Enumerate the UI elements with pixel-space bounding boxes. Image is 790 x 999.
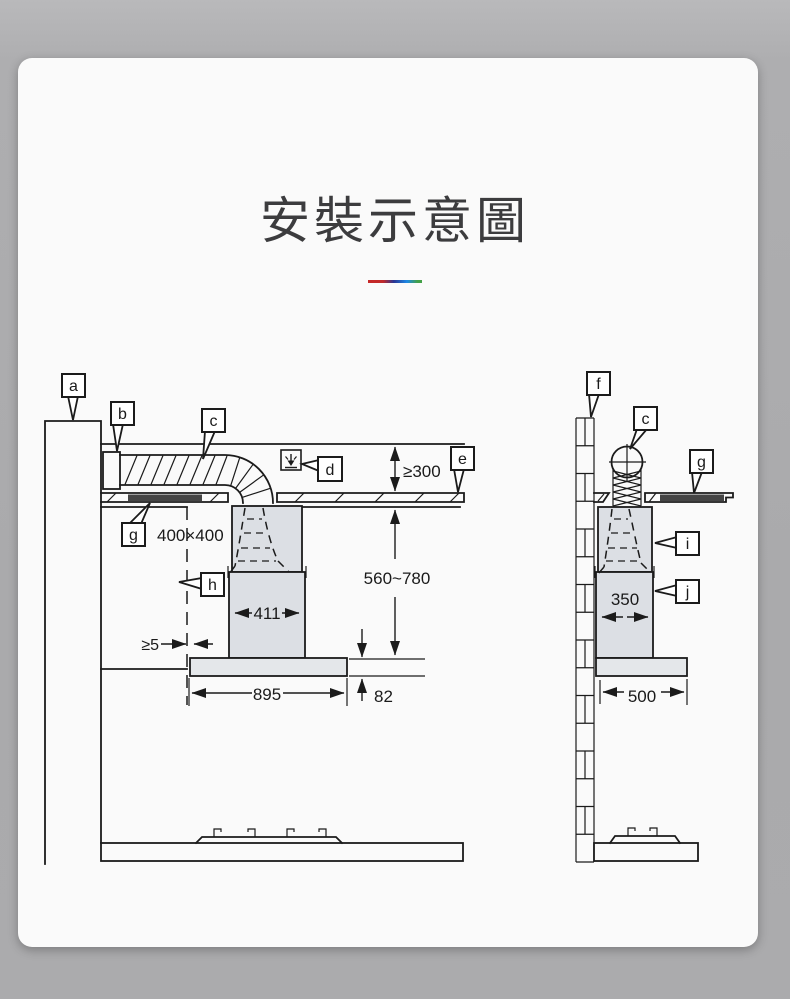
burner-grates-front: [213, 828, 327, 837]
dim-mount-height-range-label: 560~780: [364, 569, 431, 588]
dim-hood-width-label: 895: [253, 685, 281, 704]
svg-text:b: b: [118, 406, 127, 423]
dim-hood-height: 82: [349, 629, 425, 706]
svg-text:e: e: [458, 451, 467, 468]
burner-grates-side: [627, 827, 658, 836]
side-view: 350 500 f c g i: [575, 371, 734, 863]
flexible-duct: [119, 454, 274, 504]
svg-text:c: c: [210, 413, 218, 430]
dim-side-clearance-label: ≥5: [141, 637, 159, 654]
countertop-side: [593, 827, 699, 862]
hood-body-side: [595, 657, 688, 677]
dim-hood-width: 895: [188, 678, 348, 706]
mounting-bar-front: [128, 494, 202, 501]
callout-d: d: [299, 456, 343, 482]
dim-chimney-width: 411: [234, 604, 300, 623]
svg-text:g: g: [697, 454, 706, 471]
dim-chimney-width-label: 411: [253, 604, 280, 623]
airflow-down-icon: [280, 449, 302, 471]
dim-wall-opening-label: 400×400: [157, 526, 224, 545]
dim-side-clearance: ≥5: [141, 637, 213, 654]
cooktop-base-front: [194, 836, 344, 845]
callout-i: i: [654, 531, 700, 556]
dim-chimney-depth: 350: [601, 590, 649, 622]
svg-text:g: g: [129, 527, 138, 544]
callout-g-front: g: [121, 502, 151, 547]
dim-hood-depth: 500: [599, 679, 688, 706]
svg-text:a: a: [69, 378, 78, 395]
hood-body-front: [189, 657, 348, 677]
duct-wall-connector: [102, 451, 121, 490]
page-title: 安裝示意圖: [260, 193, 530, 249]
side-cabinet: [100, 506, 188, 705]
soffit-slab-side: [593, 492, 734, 503]
callout-j: j: [654, 579, 700, 604]
brick-wall: [575, 417, 595, 863]
title-divider: [368, 280, 422, 283]
dim-hood-depth-label: 500: [628, 687, 656, 706]
svg-text:i: i: [686, 536, 690, 553]
duct-spring: [612, 469, 642, 507]
callout-a: a: [61, 373, 86, 421]
dim-hood-height-label: 82: [374, 687, 393, 706]
svg-text:j: j: [685, 584, 690, 601]
dim-ceiling-clearance: ≥300: [390, 446, 441, 492]
svg-text:h: h: [208, 577, 217, 594]
soffit-slab: [100, 492, 465, 508]
cooktop-base-side: [608, 835, 682, 845]
mounting-bar-side: [660, 494, 724, 501]
callout-c-side: c: [629, 406, 658, 450]
chimney-upper-front: [231, 505, 303, 573]
front-view: ≥300 560~780 411 ≥5 895: [44, 373, 475, 865]
chimney-upper-side: [597, 506, 653, 573]
callout-h: h: [178, 572, 225, 597]
callout-f: f: [586, 371, 611, 418]
duct-inside-chimney-side: [597, 508, 650, 575]
dim-mount-height-range: 560~780: [364, 509, 431, 656]
side-wall: [44, 420, 102, 865]
svg-text:d: d: [326, 462, 335, 479]
dim-ceiling-clearance-label: ≥300: [403, 462, 441, 481]
chimney-lower-side: [595, 571, 654, 659]
callout-g-side: g: [689, 449, 714, 494]
callout-e: e: [450, 446, 475, 493]
callout-c-front: c: [201, 408, 226, 460]
countertop-front: [100, 828, 464, 862]
svg-text:f: f: [596, 376, 601, 393]
duct-inside-chimney-front: [228, 507, 290, 575]
dim-chimney-depth-label: 350: [611, 590, 639, 609]
svg-text:c: c: [642, 411, 650, 428]
callout-b: b: [110, 401, 135, 452]
